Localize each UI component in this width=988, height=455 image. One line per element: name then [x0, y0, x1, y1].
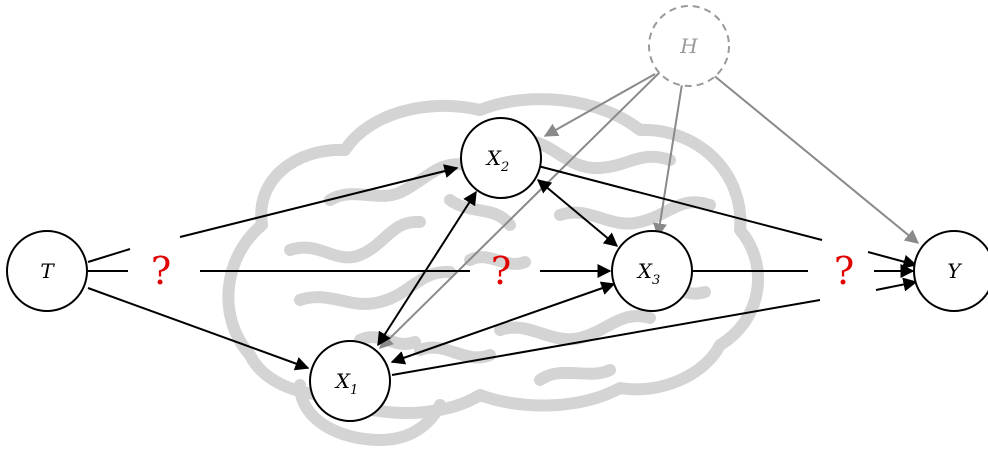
edge-T-X1 [87, 287, 310, 371]
unknown-mark-center: ? [491, 249, 511, 293]
edge-X2-Y-start [537, 165, 823, 241]
edges [87, 164, 918, 376]
edge-X2-X3 [536, 179, 619, 247]
edge-X1-Y-start [391, 299, 821, 376]
edge-X1-X3 [390, 281, 616, 365]
node-T-label: T [40, 259, 55, 283]
edge-T-X2-start [87, 248, 131, 263]
node-X3: X3 [611, 230, 693, 312]
node-X2-label: X2 [485, 146, 510, 175]
edge-X1-Y [875, 277, 918, 292]
node-H-hidden: H [648, 5, 730, 87]
edge-X2-Y [867, 251, 918, 269]
edge-H-X2 [543, 73, 656, 137]
edge-T-X2 [179, 164, 459, 238]
edge-H-Y [711, 73, 920, 244]
node-T: T [6, 230, 88, 312]
node-X1: X1 [309, 340, 391, 422]
unknown-mark-left: ? [151, 249, 171, 293]
node-X2: X2 [460, 117, 542, 199]
node-Y-label: Y [947, 259, 962, 283]
node-X1-label: X1 [334, 369, 359, 398]
node-X3-label: X3 [636, 259, 661, 288]
edge-H-X3 [653, 83, 683, 238]
node-Y: Y [913, 230, 988, 312]
unknown-mark-right: ? [834, 249, 854, 293]
node-H-label: H [679, 34, 698, 58]
